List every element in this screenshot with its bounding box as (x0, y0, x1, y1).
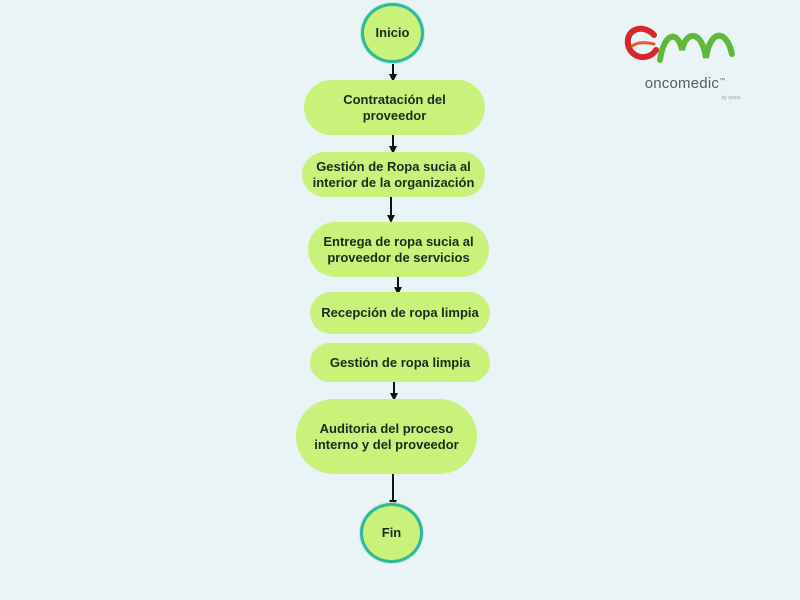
step-label: Recepción de ropa limpia (321, 305, 479, 320)
logo-mark-icon (624, 25, 735, 63)
step-recepcion-ropa-limpia: Recepción de ropa limpia (310, 292, 490, 334)
step-label: Contratación del proveedor (343, 91, 446, 123)
end-node: Fin (360, 503, 423, 563)
start-node: Inicio (361, 3, 424, 63)
step-label: Auditoria del proceso interno y del prov… (314, 420, 459, 452)
end-label: Fin (381, 525, 402, 540)
step-gestion-ropa-sucia: Gestión de Ropa sucia al interior de la … (302, 152, 485, 197)
oncomedic-logo: oncomedic™ by unica (620, 20, 750, 105)
step-label: Gestión de Ropa sucia al interior de la … (312, 158, 475, 190)
step-contratacion: Contratación del proveedor (304, 80, 485, 135)
step-auditoria: Auditoria del proceso interno y del prov… (296, 399, 477, 474)
start-label: Inicio (375, 25, 410, 40)
step-label: Entrega de ropa sucia al proveedor de se… (323, 233, 474, 265)
logo-subtext: by unica (721, 95, 740, 101)
step-label: Gestión de ropa limpia (329, 354, 471, 370)
step-entrega-ropa-sucia: Entrega de ropa sucia al proveedor de se… (308, 222, 489, 277)
logo-wordmark: oncomedic™ (644, 75, 726, 92)
step-gestion-ropa-limpia: Gestión de ropa limpia (310, 343, 490, 382)
